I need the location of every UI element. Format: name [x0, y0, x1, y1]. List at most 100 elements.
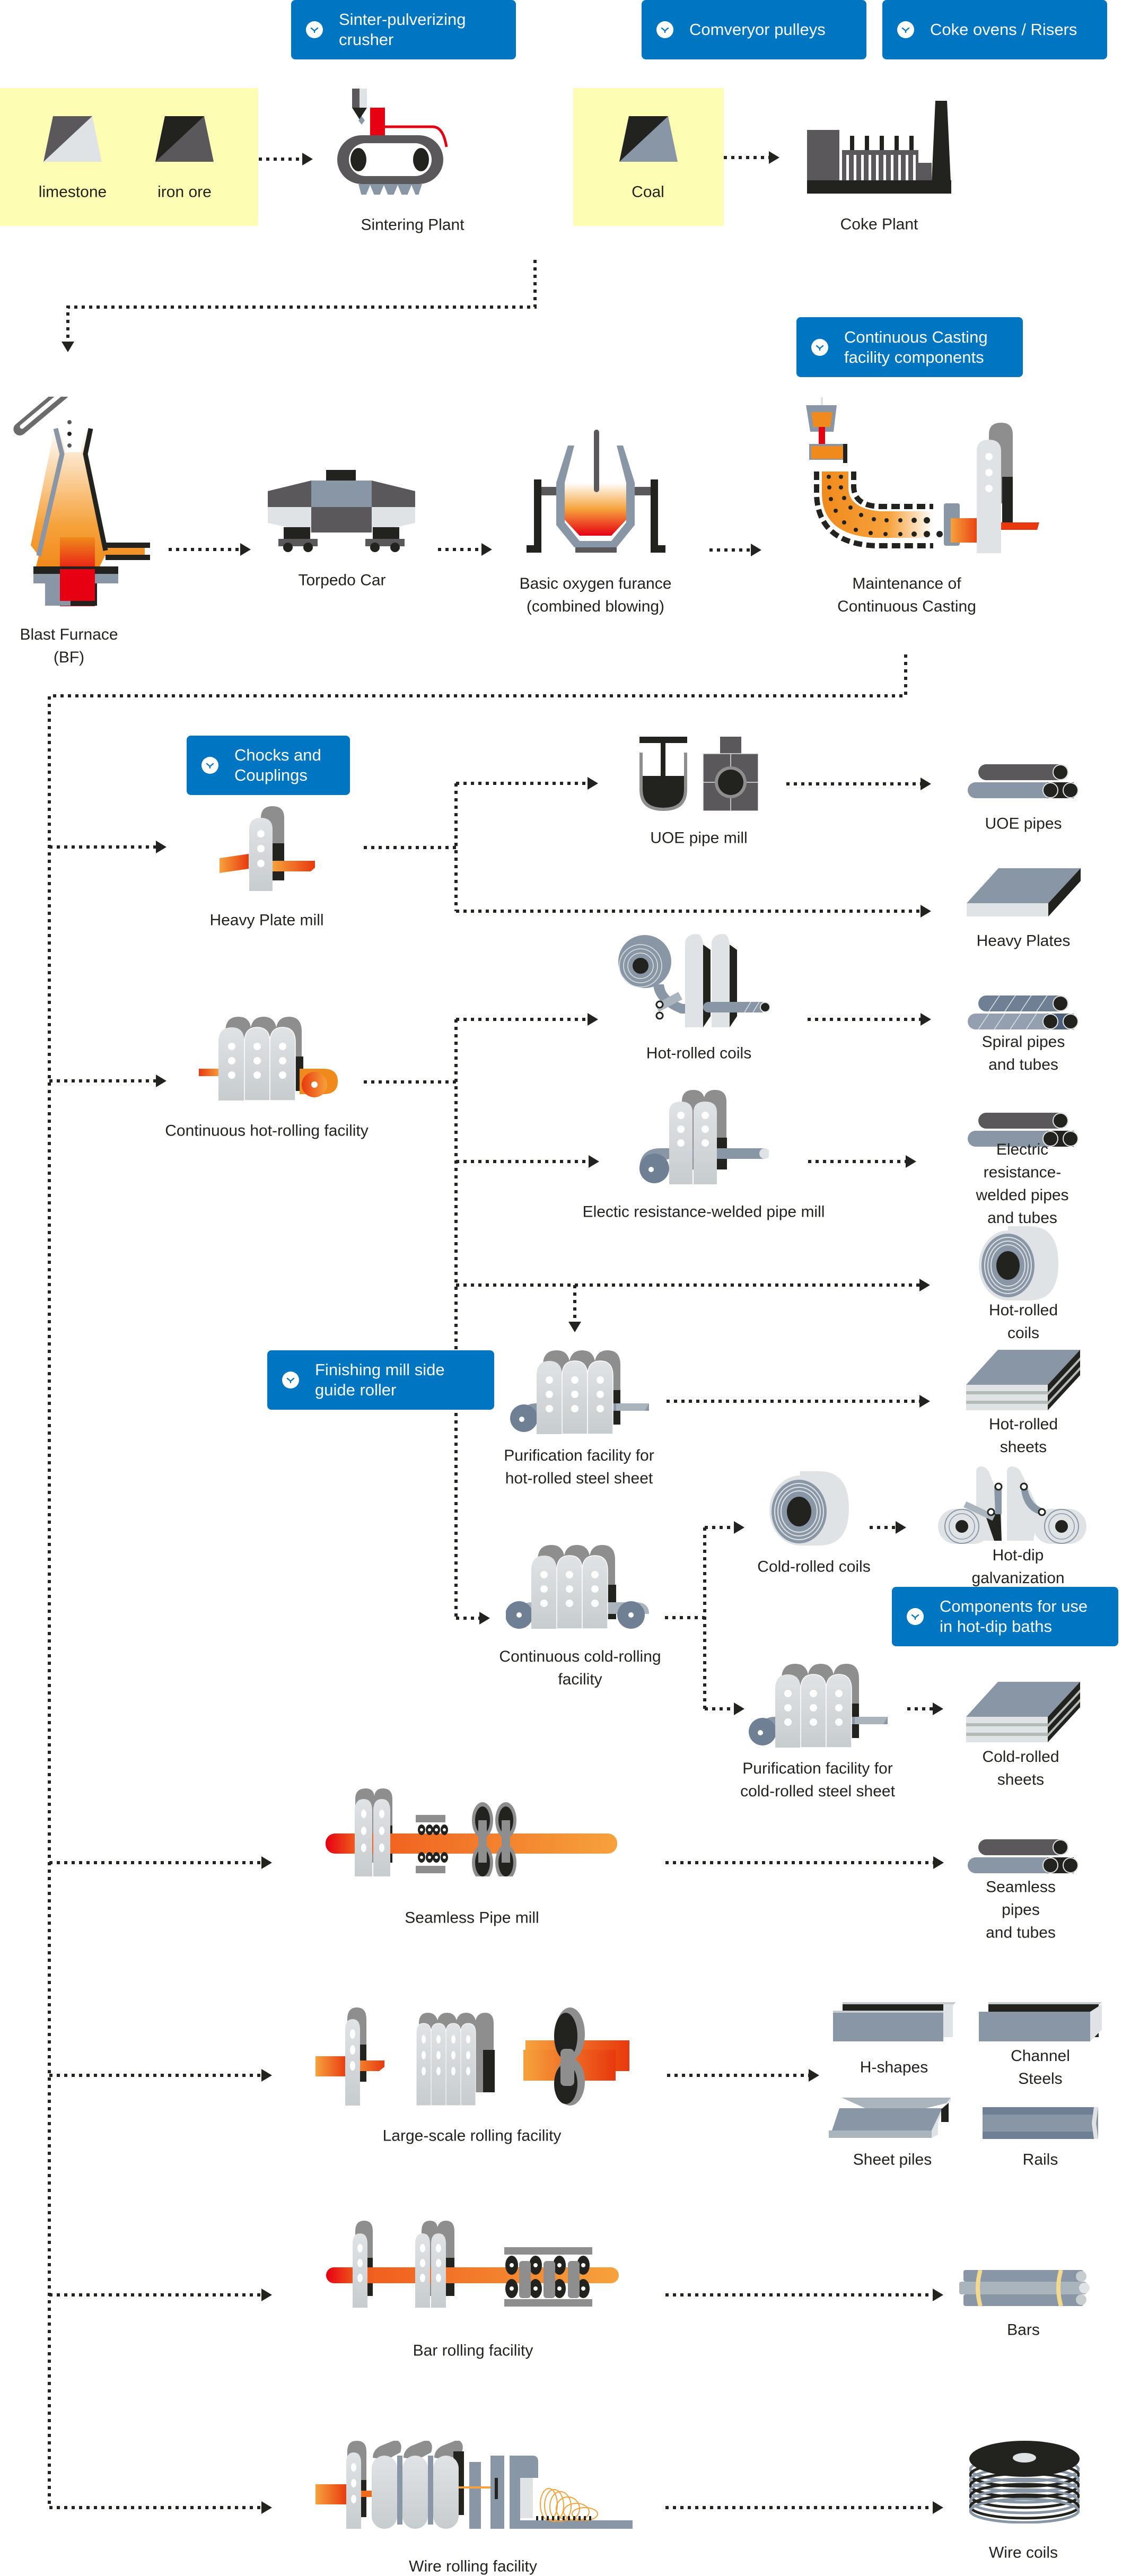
chevron-down-icon [811, 338, 828, 356]
erw-pipes-label: Electric resistance- welded pipes and tu… [976, 1141, 1069, 1227]
hot-rolled-coils-mill-icon [618, 934, 770, 1027]
arrowhead-icon [481, 543, 492, 556]
cold-rolled-coil-icon [769, 1471, 849, 1545]
erw-pipe-mill-icon [639, 1090, 769, 1184]
wire-rolling-label: Wire rolling facility [409, 2557, 537, 2575]
sintering-to-bf-connector [66, 260, 537, 343]
arrowhead-icon [588, 1013, 598, 1026]
arrowhead-icon [479, 1612, 490, 1625]
coal-icon [619, 116, 678, 162]
arrowhead-icon [568, 1322, 581, 1332]
arrowhead-icon [734, 1702, 744, 1715]
badge-label: Comveryor pulleys [689, 20, 826, 39]
seamless-pipe-mill-label: Seamless Pipe mill [405, 1909, 539, 1927]
arrowhead-icon [906, 1155, 916, 1168]
sintering-plant-icon [337, 89, 448, 195]
badge-finishing-mill-guide-roller[interactable]: Finishing mill side guide roller [267, 1350, 494, 1410]
heavy-plates-icon [967, 868, 1081, 916]
arrowhead-icon [261, 1856, 272, 1869]
erw-pipe-mill-label: Electic resistance-welded pipe mill [582, 1203, 825, 1221]
spiral-pipes-label: Spiral pipes and tubes [981, 1033, 1065, 1073]
coke-plant-icon [807, 101, 951, 194]
heavy-plates-label: Heavy Plates [976, 932, 1071, 950]
h-shapes-label: H-shapes [860, 2058, 928, 2076]
uoe-pipes-icon [968, 764, 1079, 798]
hot-rolling-facility-icon [199, 1017, 338, 1101]
spiral-pipes-icon [968, 996, 1079, 1029]
h-shapes-icon [833, 2002, 956, 2041]
badge-conveyor-pulleys[interactable]: Comveryor pulleys [642, 0, 866, 59]
blast-furnace-label: Blast Furnace (BF) [20, 626, 118, 666]
bof-label: Basic oxygen furance (combined blowing) [519, 575, 672, 615]
arrowhead-icon [933, 2501, 943, 2514]
hot-rolled-coil-icon [979, 1226, 1058, 1300]
chevron-down-icon [656, 21, 673, 38]
hot-rolled-coils-label: Hot-rolled coils [988, 1302, 1058, 1342]
arrowhead-icon [769, 151, 779, 164]
coke-plant-label: Coke Plant [840, 215, 918, 233]
arrowhead-icon [62, 342, 74, 352]
arrowhead-icon [261, 2069, 272, 2082]
bars-label: Bars [1007, 2321, 1040, 2339]
badge-label: Continuous Casting facility components [844, 327, 988, 366]
arrowhead-icon [919, 1279, 930, 1291]
seamless-pipes-icon [968, 1839, 1079, 1873]
rails-icon [983, 2107, 1098, 2139]
channel-steels-icon [979, 2002, 1102, 2041]
badge-coke-ovens-risers[interactable]: Coke ovens / Risers [882, 0, 1107, 59]
wire-coils-label: Wire coils [988, 2544, 1058, 2562]
blast-furnace-icon [13, 397, 150, 606]
chevron-down-icon [897, 21, 914, 38]
arrowhead-icon [589, 1155, 599, 1168]
uoe-pipe-mill-icon [639, 737, 758, 811]
seamless-pipe-mill-icon [326, 1788, 617, 1876]
seamless-pipes-label: Seamless pipes and tubes [986, 1878, 1056, 1942]
bar-rolling-icon [326, 2221, 619, 2308]
wire-rolling-icon [315, 2441, 633, 2529]
torpedo-car-icon [268, 470, 415, 552]
hot-rolled-coils-mill-label: Hot-rolled coils [646, 1044, 752, 1062]
arrowhead-icon [896, 1521, 906, 1534]
badge-sinter-pulverizing-crusher[interactable]: Sinter-pulverizing crusher [291, 0, 516, 59]
cold-rolled-sheets-label: Cold-rolled sheets [982, 1748, 1059, 1788]
chevron-down-icon [907, 1608, 924, 1625]
sintering-plant-label: Sintering Plant [361, 216, 464, 234]
uoe-pipes-label: UOE pipes [985, 815, 1062, 833]
hot-dip-galvanization-icon [938, 1466, 1086, 1544]
arrowhead-icon [933, 2289, 943, 2301]
wire-coils-icon [969, 2441, 1080, 2523]
basic-oxygen-furnace-icon [527, 430, 665, 553]
arrowhead-icon [302, 153, 313, 165]
continuous-casting-icon [806, 397, 1039, 553]
rails-label: Rails [1022, 2151, 1058, 2169]
badge-continuous-casting-components[interactable]: Continuous Casting facility components [796, 317, 1023, 377]
sheet-piles-label: Sheet piles [853, 2151, 932, 2169]
large-scale-rolling-label: Large-scale rolling facility [382, 2127, 562, 2145]
hot-rolling-facility-label: Continuous hot-rolling facility [165, 1122, 369, 1140]
heavy-plate-mill-icon [220, 806, 315, 891]
cold-rolled-coils-label: Cold-rolled coils [757, 1558, 871, 1576]
arrowhead-icon [921, 778, 931, 790]
arrowhead-icon [933, 1702, 943, 1715]
badge-label: Components for use in hot-dip baths [940, 1597, 1088, 1636]
badge-label: Sinter-pulverizing crusher [339, 10, 466, 49]
arrowhead-icon [734, 1521, 744, 1534]
continuous-casting-label: Maintenance of Continuous Casting [837, 575, 976, 615]
badge-chocks-couplings[interactable]: Chocks and Couplings [187, 736, 350, 795]
arrowhead-icon [156, 1075, 166, 1087]
chevron-down-icon [282, 1372, 299, 1389]
arrowhead-icon [261, 2289, 272, 2301]
heavy-plate-mill-label: Heavy Plate mill [209, 911, 324, 929]
chevron-down-icon [201, 757, 218, 774]
torpedo-car-label: Torpedo Car [298, 571, 386, 589]
large-scale-rolling-icon [315, 2007, 629, 2106]
hot-rolled-sheets-label: Hot-rolled sheets [988, 1416, 1058, 1456]
coal-label: Coal [632, 183, 664, 201]
badge-hot-dip-bath-components[interactable]: Components for use in hot-dip baths [892, 1587, 1118, 1646]
badge-label: Coke ovens / Risers [930, 20, 1077, 39]
cold-rolling-facility-label: Continuous cold-rolling facility [499, 1648, 661, 1688]
sheet-piles-icon [829, 2098, 951, 2138]
erw-pipes-icon [968, 1113, 1079, 1147]
